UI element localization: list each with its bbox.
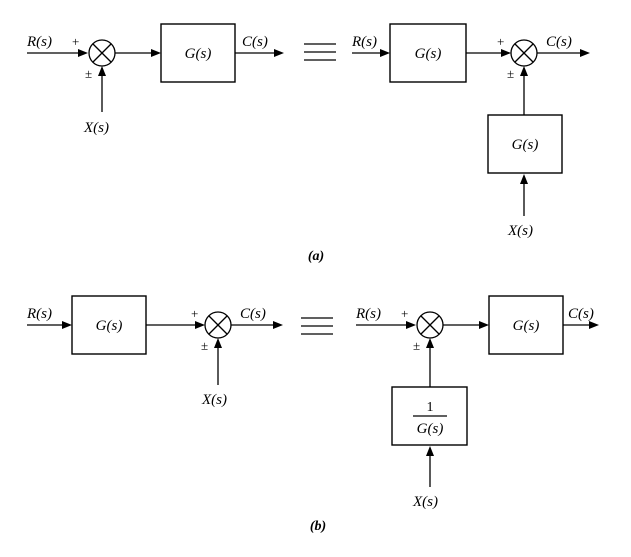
panel-a-right-sign-bottom: ± bbox=[507, 66, 514, 81]
panel-a-left-disturbance-label: X(s) bbox=[83, 120, 109, 136]
panel-a-right-g-block bbox=[389, 23, 467, 83]
panel-a-equivalence-symbol bbox=[304, 43, 336, 61]
panel-b-right-sign-top: + bbox=[401, 306, 408, 321]
panel-b-left-input-arrow bbox=[62, 321, 72, 329]
panel-b-caption: (b) bbox=[310, 519, 326, 534]
panel-b-right-block-input-arrow bbox=[479, 321, 489, 329]
panel-a-caption: (a) bbox=[308, 249, 324, 264]
panel-a-right-feedback-arrow bbox=[520, 66, 528, 76]
panel-a-left-g-block bbox=[160, 23, 236, 83]
panel-b-left-sign-bottom: ± bbox=[201, 338, 208, 353]
panel-a-right-input-label: R(s) bbox=[351, 34, 377, 50]
panel-a-right-output-label: C(s) bbox=[546, 34, 572, 50]
panel-a-left-junction-cross-2 bbox=[92, 43, 112, 63]
panel-a-right-junction-input-arrow bbox=[501, 49, 511, 57]
panel-a-left-input-arrow bbox=[78, 49, 88, 57]
panel-b-left-output-label: C(s) bbox=[240, 306, 266, 322]
panel-b-left-input-label: R(s) bbox=[26, 306, 52, 322]
panel-b-left-diagram: R(s) G(s) + ± C(s) X(s) bbox=[26, 295, 283, 408]
panel-b-right-feedback-arrow bbox=[426, 338, 434, 348]
panel-b-left-g-block bbox=[71, 295, 147, 355]
panel-b-left-disturbance-arrow bbox=[214, 338, 222, 348]
panel-b-left-junction-input-arrow bbox=[195, 321, 205, 329]
panel-b-right-junction-cross-2 bbox=[420, 315, 440, 335]
panel-a-right-junction-cross-2 bbox=[514, 43, 534, 63]
panel-b-left-output-arrow bbox=[273, 321, 283, 329]
panel-b-right-disturbance-label: X(s) bbox=[412, 494, 438, 510]
panel-a-left-g-block-label: G(s) bbox=[185, 46, 212, 62]
panel-a-right-feedback-g-block-label: G(s) bbox=[512, 137, 539, 153]
panel-a-left-disturbance-arrow bbox=[98, 66, 106, 76]
panel-a-left-output-label: C(s) bbox=[242, 34, 268, 50]
panel-a-right-sign-top: + bbox=[497, 34, 504, 49]
panel-b-right-sign-bottom: ± bbox=[413, 338, 420, 353]
panel-b-left-junction-cross-2 bbox=[208, 315, 228, 335]
panel-b-left-g-block-label: G(s) bbox=[96, 318, 123, 334]
panel-b-right-disturbance-arrow bbox=[426, 446, 434, 456]
panel-b-equivalence-symbol bbox=[301, 317, 333, 335]
panel-b-right-input-label: R(s) bbox=[355, 306, 381, 322]
panel-a-right-diagram: R(s) G(s) + ± C(s) G(s) X(s) bbox=[351, 23, 590, 239]
panel-a-right-disturbance-label: X(s) bbox=[507, 223, 533, 239]
panel-b-right-diagram: R(s) + ± G(s) C(s) 1 G(s) X(s) bbox=[355, 295, 599, 510]
panel-b-right-g-block bbox=[488, 295, 564, 355]
panel-b-right-reciprocal-denominator: G(s) bbox=[417, 421, 444, 437]
panel-a-right-g-block-label: G(s) bbox=[415, 46, 442, 62]
panel-a-left-sign-bottom: ± bbox=[85, 66, 92, 81]
panel-a-right-feedback-g-block bbox=[487, 114, 563, 174]
panel-a-right-disturbance-arrow bbox=[520, 174, 528, 184]
panel-b-right-input-arrow bbox=[406, 321, 416, 329]
panel-a-left-block-input-arrow bbox=[151, 49, 161, 57]
panel-a-right-output-arrow bbox=[580, 49, 590, 57]
panel-b-right-output-arrow bbox=[589, 321, 599, 329]
panel-b-right-g-block-label: G(s) bbox=[513, 318, 540, 334]
panel-a-left-diagram: R(s) + ± X(s) G(s) C(s) bbox=[26, 23, 284, 136]
panel-a-right-input-arrow bbox=[380, 49, 390, 57]
panel-a-left-input-label: R(s) bbox=[26, 34, 52, 50]
panel-b-right-reciprocal-numerator: 1 bbox=[427, 400, 434, 415]
panel-b-left-sign-top: + bbox=[191, 306, 198, 321]
panel-b-left-disturbance-label: X(s) bbox=[201, 392, 227, 408]
panel-b-right-output-label: C(s) bbox=[568, 306, 594, 322]
panel-a-left-output-arrow bbox=[274, 49, 284, 57]
panel-a-left-sign-top: + bbox=[72, 34, 79, 49]
